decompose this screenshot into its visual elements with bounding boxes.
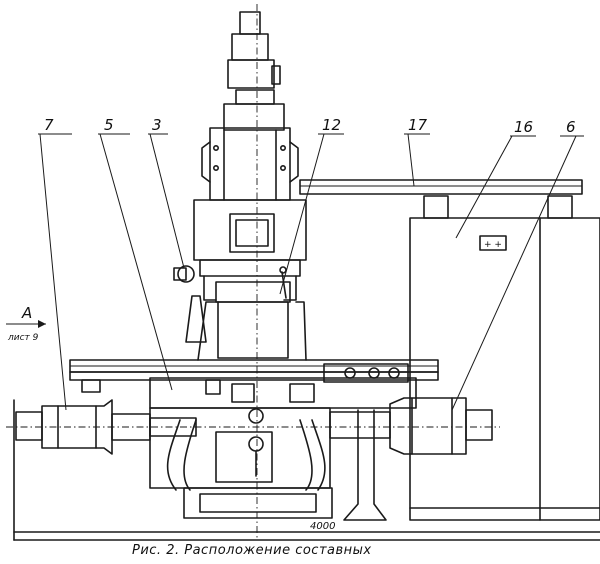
right-motor xyxy=(329,397,493,455)
view-letter: A xyxy=(21,304,32,322)
view-marker: A лист 9 xyxy=(6,304,46,343)
callout-12: 12 xyxy=(322,116,341,134)
callout-6: 6 xyxy=(566,118,576,136)
callout-17: 17 xyxy=(408,116,428,134)
callout-leaders xyxy=(38,133,584,411)
electrical-cabinet xyxy=(409,217,600,521)
cabinet-panel-symbol: + + xyxy=(484,240,502,250)
knee-base xyxy=(149,407,387,521)
dimension-line xyxy=(13,399,600,541)
overhead-arm xyxy=(299,179,583,219)
column-housing xyxy=(173,199,307,361)
figure-caption: Рис. 2. Расположение составных xyxy=(132,543,372,558)
callout-7: 7 xyxy=(44,116,54,134)
left-motor xyxy=(15,399,197,455)
callout-16: 16 xyxy=(514,118,533,136)
callout-5: 5 xyxy=(104,116,114,134)
dimension-value: 4000 xyxy=(310,521,335,532)
worktable xyxy=(69,359,439,409)
callout-3: 3 xyxy=(152,116,162,134)
view-sheet-ref: лист 9 xyxy=(7,333,39,343)
spindle-head xyxy=(201,11,299,201)
